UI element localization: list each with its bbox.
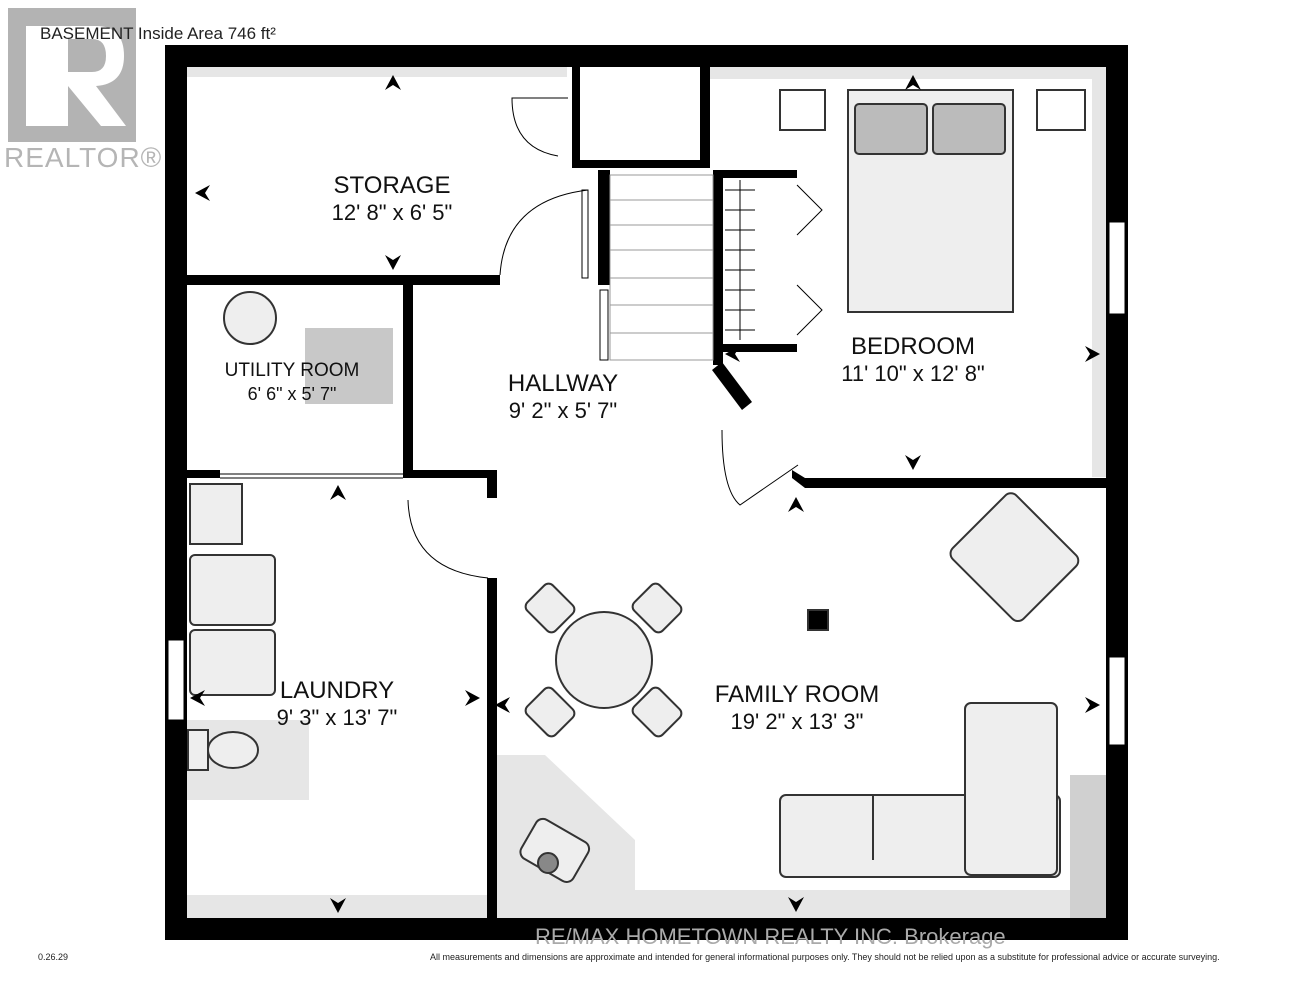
room-name-storage: STORAGE (333, 172, 451, 199)
stairs (609, 174, 714, 361)
furniture (187, 89, 1086, 883)
doors (220, 97, 823, 579)
room-name-utility: UTILITY ROOM (224, 360, 360, 381)
brokerage-watermark: RE/MAX HOMETOWN REALTY INC. Brokerage (535, 924, 1006, 949)
realtor-logo-text: REALTOR® (4, 142, 163, 173)
room-dims-bedroom: 11' 10" x 12' 8" (841, 361, 985, 386)
room-name-laundry: LAUNDRY (279, 677, 395, 704)
room-dims-utility: 6' 6" x 5' 7" (247, 384, 337, 404)
disclaimer: All measurements and dimensions are appr… (430, 952, 1220, 962)
room-dims-family-room: 19' 2" x 13' 3" (730, 709, 864, 734)
closet-rack (725, 180, 755, 340)
room-dims-hallway: 9' 2" x 5' 7" (508, 398, 618, 423)
version-label: 0.26.29 (38, 952, 69, 962)
room-name-family-room: FAMILY ROOM (714, 681, 880, 708)
floor-shading (187, 67, 1106, 918)
room-name-bedroom: BEDROOM (850, 333, 976, 360)
room-dims-laundry: 9' 3" x 13' 7" (276, 705, 398, 730)
room-dims-storage: 12' 8" x 6' 5" (331, 200, 453, 225)
dimension-arrows (190, 75, 1100, 913)
floor-title: BASEMENT Inside Area 746 ft² (40, 24, 276, 43)
room-name-hallway: HALLWAY (507, 370, 619, 397)
windows (167, 221, 1126, 746)
realtor-logo (8, 8, 136, 142)
